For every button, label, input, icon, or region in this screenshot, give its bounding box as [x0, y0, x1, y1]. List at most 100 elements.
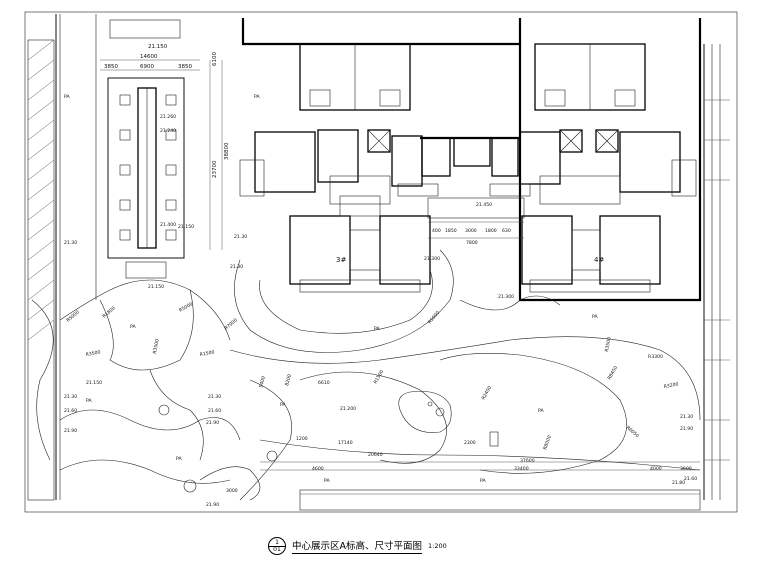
dim-width-total: 14600	[140, 54, 158, 60]
index-mark-top: 1	[275, 539, 279, 546]
building-number-4: 4#	[594, 256, 604, 264]
drawing-scale: 1:200	[428, 542, 447, 550]
room-label-parking-9: PA	[280, 402, 286, 408]
dim-path-i: 4000	[650, 466, 662, 472]
dim-path-g: 37600	[520, 458, 535, 464]
pavilion-block	[107, 19, 185, 279]
elevation-label: 21.300	[498, 294, 514, 300]
dim-row-total: 7800	[466, 240, 478, 246]
radius-label-d: R5000	[178, 301, 194, 314]
radius-label-g: R7000	[223, 317, 238, 331]
elevation-label: 21.400	[160, 222, 176, 228]
elevation-label: 21.90	[206, 502, 219, 508]
tower-4	[521, 215, 661, 293]
drawing-title: 中心展示区A标高、尺寸平面图	[292, 538, 422, 554]
elevation-label: 21.200	[340, 406, 356, 412]
room-label-parking-2: PA	[254, 94, 260, 100]
drawing-frame	[24, 11, 738, 513]
dim-path-a: 17140	[338, 440, 353, 446]
elevation-label: 21.260	[160, 114, 176, 120]
elevation-label: 21.240	[160, 128, 176, 134]
dim-depth-c: 38800	[224, 142, 230, 160]
dim-row-d: 1800	[485, 228, 497, 234]
room-label-parking-5: PA	[592, 314, 598, 320]
elevation-label: 21.60	[208, 408, 221, 414]
index-mark-bottom: 01	[273, 546, 281, 553]
lower-parking-strip	[260, 461, 701, 511]
radius-label-f: R1500	[199, 349, 215, 358]
elevation-label: 21.90	[680, 426, 693, 432]
elevation-label: 21.30	[64, 394, 77, 400]
dim-row-c: 3000	[465, 228, 477, 234]
elevation-label: 21.150	[178, 224, 194, 230]
room-label-parking-11: PA	[480, 478, 486, 484]
tower-b-upper	[519, 43, 697, 205]
radius-label-i: R1500	[373, 369, 386, 385]
hatched-boundary-strip	[27, 39, 55, 501]
middle-connector	[397, 137, 531, 219]
dim-pavilion-top: 21.150	[148, 44, 168, 50]
elevation-label: 21.150	[86, 380, 102, 386]
radius-label-h: R5000	[427, 310, 441, 325]
building-boundary	[241, 18, 702, 302]
elevation-label: 21.30	[680, 414, 693, 420]
room-label-parking-1: PA	[64, 94, 70, 100]
dim-row-a: 400	[432, 228, 441, 234]
landscape-features	[158, 401, 499, 493]
building-number-3: 3#	[336, 256, 346, 264]
elevation-label: 21.60	[684, 476, 697, 482]
radius-label-e: R3500	[85, 349, 101, 358]
dim-path-h: 33400	[514, 466, 529, 472]
room-label-parking-3: PA	[130, 324, 136, 330]
elevation-label: 21.30	[208, 394, 221, 400]
dim-width-a: 3850	[104, 64, 118, 70]
left-road	[55, 14, 97, 500]
dim-path-b: 20640	[368, 452, 383, 458]
dim-path-j: 3600	[680, 466, 692, 472]
radius-label-p: R3500	[604, 337, 613, 353]
curve-label-b: 8200	[284, 374, 293, 387]
curve-label-a: 6610	[318, 380, 330, 386]
landscape-paths	[31, 249, 701, 501]
radius-label-l: R8450	[607, 365, 620, 381]
tower-3	[289, 195, 431, 293]
dim-row-b: 1850	[445, 228, 457, 234]
curve-label-c: 5400	[258, 376, 267, 389]
drawing-title-block: 1 01 中心展示区A标高、尺寸平面图 1:200	[268, 534, 447, 558]
dim-path-f: 3000	[226, 488, 238, 494]
dim-path-d: 1200	[296, 436, 308, 442]
elevation-label: 21.30	[64, 240, 77, 246]
dim-path-c: 2300	[464, 440, 476, 446]
radius-label-m: R6050	[625, 425, 640, 439]
elevation-label: 21.30	[230, 264, 243, 270]
radius-label-n: R3200	[663, 381, 679, 390]
room-label-parking-7: PA	[86, 398, 92, 404]
elevation-label: 21.90	[64, 428, 77, 434]
room-label-parking-6: PA	[538, 408, 544, 414]
radius-label-c: R3500	[152, 339, 161, 355]
row-dimensions	[428, 221, 524, 239]
tower-a-upper	[239, 43, 423, 205]
drawing-index-mark: 1 01	[268, 537, 286, 555]
elevation-label: 21.90	[206, 420, 219, 426]
radius-label-k: R3300	[648, 354, 663, 360]
dim-width-b: 6900	[140, 64, 154, 70]
elevation-label: 21.60	[64, 408, 77, 414]
room-label-parking-8: PA	[176, 456, 182, 462]
elevation-label: 21.300	[424, 256, 440, 262]
room-label-parking-10: PA	[324, 478, 330, 484]
radius-label-j: R2400	[481, 385, 494, 401]
dim-width-c: 3850	[178, 64, 192, 70]
dim-depth-b: 23700	[212, 160, 218, 178]
elevation-label: 21.150	[148, 284, 164, 290]
room-label-parking-4: PA	[374, 326, 380, 332]
right-boundary	[703, 44, 730, 500]
elevation-label: 21.80	[672, 480, 685, 486]
dim-path-e: 4600	[312, 466, 324, 472]
dim-row-e: 630	[502, 228, 511, 234]
elevation-label: 21.30	[234, 234, 247, 240]
elevation-label: 21.450	[476, 202, 492, 208]
radius-label-o: R8000	[542, 435, 553, 451]
pavilion-dimensions	[100, 59, 223, 250]
